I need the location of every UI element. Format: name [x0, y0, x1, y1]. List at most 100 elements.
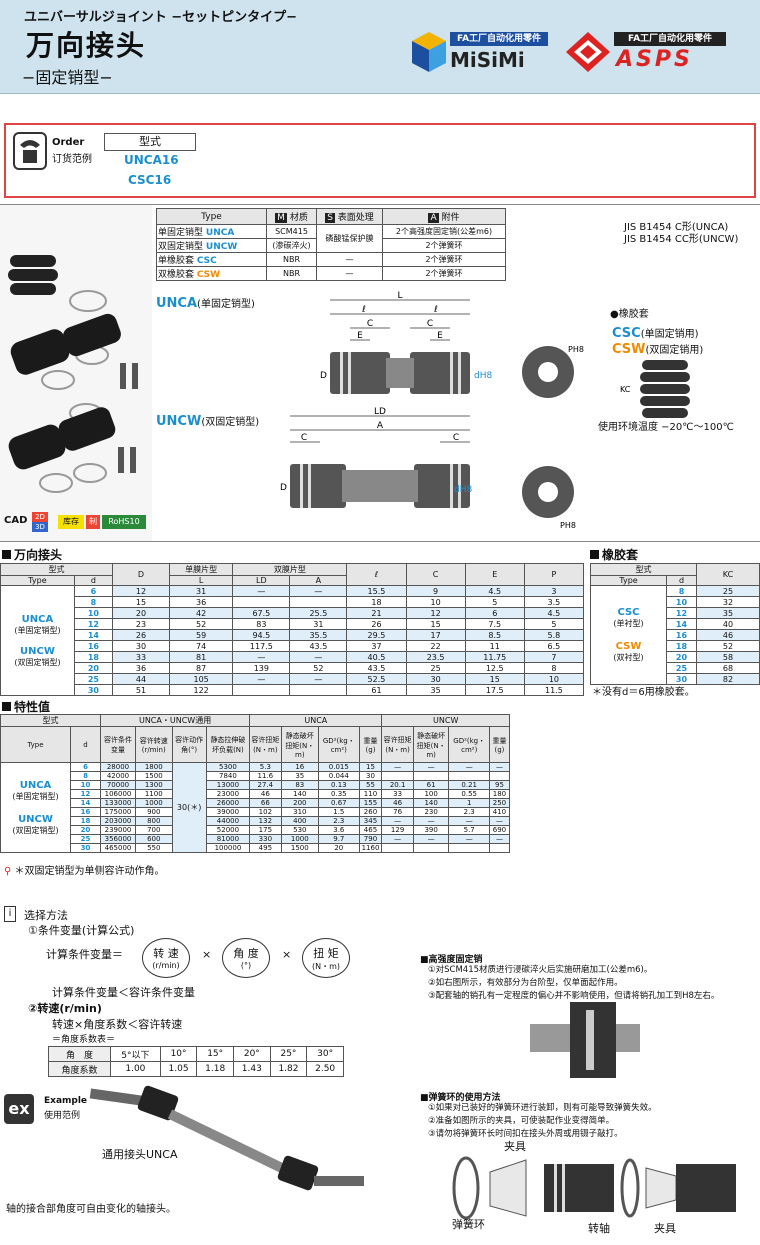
spec-row-4-accessory: 2个弹簧环	[382, 266, 506, 281]
char-h-type: 型式	[0, 714, 101, 727]
order-col-header: 型式	[104, 133, 196, 151]
dim-table-title: 万向接头	[2, 546, 62, 563]
dim-types: UNCA(单固定销型)UNCW(双固定销型)	[0, 585, 75, 696]
svg-text:C: C	[427, 319, 433, 329]
cad-2d-badge: 2D	[32, 512, 48, 522]
order-example-box: Order 订货范例 型式 UNCA16 CSC16	[4, 123, 756, 198]
misumi-brand: MiSiMi	[450, 48, 525, 72]
jis-1: JIS B1454 C形(UNCA)	[624, 222, 729, 233]
angle-h: 角 度	[47, 1046, 112, 1062]
char-h2-4: 容许动作角(°)	[171, 726, 207, 763]
rub-types: CSC(单衬型)CSW(双衬型)	[590, 585, 667, 685]
char-h2-3: 容许转速(r/min)	[134, 726, 173, 763]
char-h2-13: 重量(g)	[488, 726, 511, 763]
spec-header-material: M 材质	[266, 208, 317, 225]
rub-h-d: d	[666, 575, 697, 586]
formula-speed: 转 速(r/min)	[142, 938, 190, 978]
char-note: ⚲ ＊双固定销型为单侧容许动作角。	[4, 866, 165, 877]
char-h2-12: GD²(kg・cm²)	[448, 726, 490, 763]
svg-text:D: D	[320, 371, 327, 381]
svg-text:C: C	[301, 433, 307, 443]
example-cn: 使用范例	[44, 1111, 81, 1121]
rubber-table-title: 橡胶套	[590, 546, 638, 563]
spec-row-1-material: SCM415	[266, 224, 317, 239]
formula-torque: 扭 矩(N・m)	[302, 938, 350, 978]
misumi-tag: FA工厂自动化用零件	[450, 32, 548, 46]
asps-brand: ASPS	[616, 47, 693, 72]
dim-h-5: C	[405, 563, 466, 586]
ring-label: 弹簧环	[452, 1218, 485, 1231]
misumi-cube-icon	[412, 32, 446, 72]
rubber-title: ●橡胶套	[610, 309, 649, 320]
ring-notes: ①如果对已装好的弹簧环进行装卸，则有可能导致弹簧失效。②准备如图所示的夹具，可使…	[428, 1103, 657, 1139]
spec-row-2-accessory: 2个弹簧环	[382, 238, 506, 253]
rub-h-kc: KC	[696, 563, 760, 586]
ring-drawing	[452, 1156, 736, 1220]
header-title: 万向接头	[26, 29, 147, 62]
char-h-uncw: UNCW	[381, 714, 510, 727]
dim-h-double: 双膜片型	[232, 563, 348, 576]
page-header: ユニバーサルジョイント −セットピンタイプ− 万向接头 −固定销型− FA工厂自…	[0, 0, 760, 94]
spec-header-accessory: A 附件	[382, 208, 506, 225]
svg-text:ℓ: ℓ	[361, 305, 366, 315]
spec-header-type: Type	[156, 208, 267, 225]
pin-drawing	[530, 1002, 640, 1078]
char-h2-9: 重量(g)	[358, 726, 383, 763]
product-photo-illustration	[8, 255, 138, 493]
unca-drawing: L ℓ ℓ C C E E D dH8	[320, 291, 492, 394]
svg-text:C: C	[453, 433, 459, 443]
char-types: UNCA(单固定销型)UNCW(双固定销型)	[0, 762, 71, 853]
spec-row-3-accessory: 2个弹簧环	[382, 252, 506, 267]
order-label-en: Order	[52, 137, 85, 148]
char-h-common: UNCA・UNCW通用	[99, 714, 251, 727]
char-angle: 30(＊)	[171, 762, 207, 853]
csc-label: CSC(单固定销用)	[612, 326, 699, 341]
stock-badge: 库存	[58, 515, 84, 529]
dim-h-4: ℓ	[346, 563, 407, 586]
spec-row-1-accessory: 2个高强度固定销(公差m6)	[382, 224, 506, 239]
telephone-icon	[13, 132, 47, 170]
svg-text:ℓ: ℓ	[433, 305, 438, 315]
uncw-drawing: LD A C C D dH8	[280, 407, 472, 508]
cad-label: CAD	[4, 515, 28, 526]
char-h2-11: 静态破坏扭矩(N・m)	[412, 726, 450, 763]
speed-rule: 转速×角度系数＜容许转速	[52, 1018, 183, 1031]
spec-row-3-type: 单橡胶套 CSC	[156, 252, 267, 267]
times-2: ×	[282, 948, 292, 961]
svg-text:E: E	[357, 331, 363, 341]
svg-text:LD: LD	[374, 407, 386, 417]
char-h2-5: 静态拉伸破坏负载(N)	[205, 726, 251, 763]
uncw-end-view: PH8	[522, 466, 576, 530]
svg-text:dH8: dH8	[474, 371, 492, 381]
header-jp-title: ユニバーサルジョイント −セットピンタイプ−	[24, 10, 298, 25]
ring-title: ■弹簧环的使用方法	[420, 1093, 501, 1103]
tool-label-2: 夹具	[654, 1222, 676, 1235]
times-1: ×	[202, 948, 212, 961]
spec-row-3-material: NBR	[266, 252, 317, 267]
order-example-2: CSC16	[128, 173, 172, 187]
spec-row-1-type: 单固定销型 UNCA	[156, 224, 267, 239]
svg-text:dH8: dH8	[454, 485, 472, 495]
formula-angle: 角 度(°)	[222, 938, 270, 978]
unca-label: UNCA(单固定销型)	[156, 296, 255, 311]
dim-h-A: A	[289, 575, 348, 586]
char-h2-1: d	[70, 726, 101, 763]
char-h2-6: 容许扭矩(N・m)	[249, 726, 282, 763]
tool-label-1: 夹具	[504, 1140, 526, 1153]
product-area	[0, 204, 760, 542]
